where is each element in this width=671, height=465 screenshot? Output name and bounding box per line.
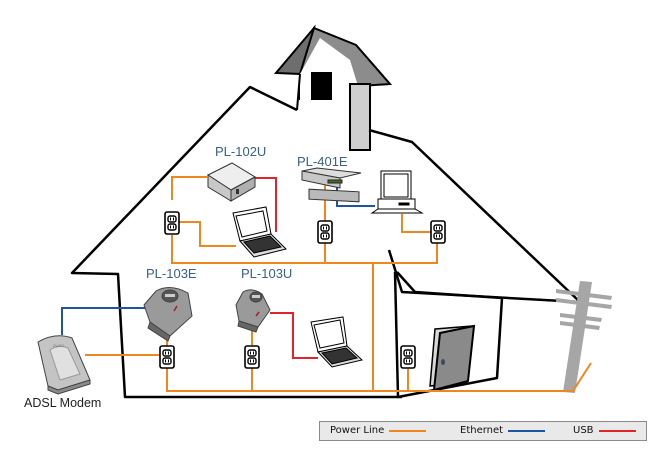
svg-text:ZyXEL: ZyXEL bbox=[53, 343, 66, 348]
power-line-swatch bbox=[389, 429, 427, 432]
wall-outlet-icon bbox=[244, 345, 260, 369]
legend-item-ethernet: Ethernet bbox=[460, 425, 546, 436]
legend-item-usb: USB bbox=[573, 425, 636, 436]
power-line-wiring bbox=[85, 176, 592, 392]
ethernet-wiring bbox=[61, 182, 375, 335]
pl-102u-device-icon bbox=[206, 162, 257, 202]
ethernet-swatch bbox=[508, 429, 546, 432]
pl-102u-label: PL-102U bbox=[215, 144, 267, 159]
legend-label: USB bbox=[573, 425, 594, 436]
wall-outlets bbox=[159, 211, 446, 369]
wall-outlet-icon bbox=[430, 220, 446, 244]
wall-outlet-icon bbox=[164, 211, 180, 235]
legend-label: Power Line bbox=[330, 425, 385, 436]
pl-103e-label: PL-103E bbox=[146, 266, 197, 281]
usb-swatch bbox=[598, 429, 636, 432]
laptop-upper-icon bbox=[232, 206, 287, 258]
pl-103u-label: PL-103U bbox=[241, 266, 293, 281]
desktop-pc-icon bbox=[370, 170, 424, 214]
pl-103e-device-icon bbox=[143, 287, 193, 342]
wall-outlet-icon bbox=[400, 345, 416, 369]
adsl-modem-label: ADSL Modem bbox=[24, 396, 102, 410]
legend-label: Ethernet bbox=[460, 425, 504, 436]
pl-401e-device-icon bbox=[301, 167, 362, 203]
legend: Power Line Ethernet USB bbox=[319, 421, 647, 441]
adsl-modem-icon: ZyXEL bbox=[37, 335, 91, 395]
attic-window bbox=[311, 72, 332, 100]
laptop-lower-icon bbox=[310, 316, 364, 368]
legend-item-power-line: Power Line bbox=[330, 425, 427, 436]
pl-401e-label: PL-401E bbox=[297, 154, 348, 169]
utility-pole-icon bbox=[556, 281, 612, 393]
wall-outlet-icon bbox=[317, 220, 333, 244]
usb-wiring bbox=[255, 177, 318, 359]
pl-103u-device-icon bbox=[235, 289, 271, 333]
attic-house bbox=[273, 24, 393, 151]
door bbox=[429, 324, 476, 392]
wall-outlet-icon bbox=[159, 345, 175, 369]
